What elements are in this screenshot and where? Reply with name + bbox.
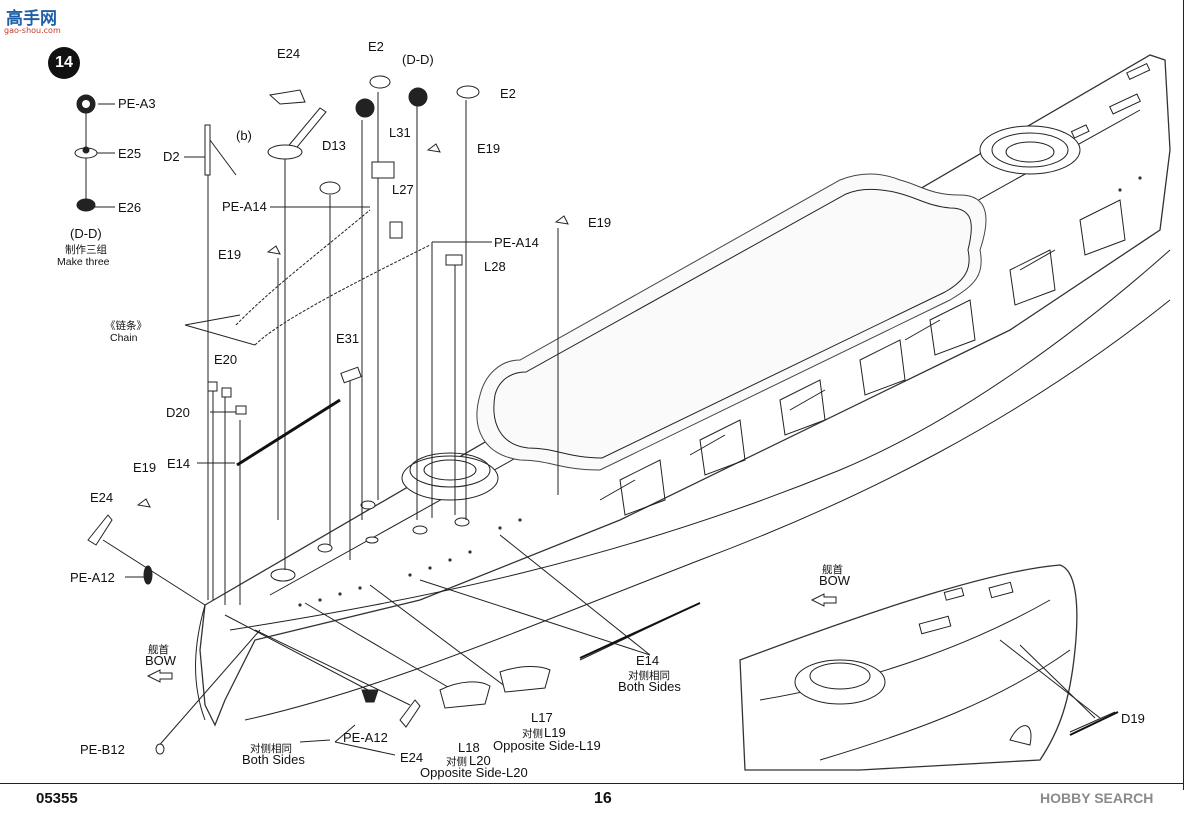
label-l17-opposite: Opposite Side-L19 <box>493 738 601 753</box>
label-pe-a12-left: PE-A12 <box>70 570 115 585</box>
label-l17-sub-cn: 对侧 <box>522 727 543 740</box>
label-e20: E20 <box>214 352 237 367</box>
label-both-sides-bottom: Both Sides <box>242 752 305 767</box>
label-bow-cn-left: 舰首 <box>148 643 169 656</box>
label-e19-right: E19 <box>588 215 611 230</box>
label-pe-b12: PE-B12 <box>80 742 125 757</box>
label-pe-a14-right: PE-A14 <box>494 235 539 250</box>
label-e26: E26 <box>118 200 141 215</box>
product-code: 05355 <box>36 790 78 807</box>
label-bow-right: BOW <box>819 573 851 588</box>
label-e14-both: Both Sides <box>618 679 681 694</box>
label-l18-sub-cn: 对侧 <box>446 755 467 768</box>
site-logo: 高手网 <box>6 9 57 29</box>
label-l28: L28 <box>484 259 506 274</box>
leader-lines <box>85 92 1116 756</box>
label-e14-right: E14 <box>636 653 659 668</box>
label-d19: D19 <box>1121 711 1145 726</box>
main-hull <box>195 54 1171 727</box>
label-bow-cn-right: 舰首 <box>822 563 843 576</box>
label-e31: E31 <box>336 331 359 346</box>
frame-border-right <box>1183 0 1184 790</box>
label-chain-cn: 《链条》 <box>105 319 147 332</box>
label-pe-a14-left: PE-A14 <box>222 199 267 214</box>
label-pe-a12-bottom: PE-A12 <box>343 730 388 745</box>
part-labels: PE-A3 E25 E26 (D-D) 制作三组 Make three E24 … <box>57 39 1145 780</box>
label-e2-top1: E2 <box>368 39 384 54</box>
page-number: 16 <box>594 790 612 807</box>
label-d2: D2 <box>163 149 180 164</box>
watermark: HOBBY SEARCH <box>1040 790 1154 806</box>
label-b: (b) <box>236 128 252 143</box>
label-chain: Chain <box>110 332 138 344</box>
label-e14-both-cn: 对侧相同 <box>628 669 670 682</box>
label-both-sides-cn-bottom: 对侧相同 <box>250 742 292 755</box>
label-l17-sub: L19 <box>544 725 566 740</box>
label-l17: L17 <box>531 710 553 725</box>
label-dd-sub: (D-D) <box>70 226 102 241</box>
site-url: gao-shou.com <box>4 26 61 35</box>
label-make-three: Make three <box>57 256 110 268</box>
label-l18-opposite: Opposite Side-L20 <box>420 765 528 780</box>
label-e19-left2: E19 <box>133 460 156 475</box>
label-e24-left: E24 <box>90 490 113 505</box>
label-pe-a3: PE-A3 <box>118 96 156 111</box>
step-number-badge: 14 <box>48 47 80 79</box>
loose-parts <box>74 75 1119 755</box>
label-bow-left: BOW <box>145 653 177 668</box>
label-l27: L27 <box>392 182 414 197</box>
label-make-three-cn: 制作三组 <box>65 243 107 256</box>
label-d20: D20 <box>166 405 190 420</box>
label-e14-left: E14 <box>167 456 190 471</box>
inset-bow-view <box>739 564 1078 771</box>
label-e24-bottom: E24 <box>400 750 423 765</box>
label-dd-top: (D-D) <box>402 52 434 67</box>
label-l18-sub: L20 <box>469 753 491 768</box>
label-e19-left1: E19 <box>218 247 241 262</box>
label-e24-top: E24 <box>277 46 300 61</box>
label-l31: L31 <box>389 125 411 140</box>
label-d13: D13 <box>322 138 346 153</box>
label-l18: L18 <box>458 740 480 755</box>
label-e2-top2: E2 <box>500 86 516 101</box>
label-e25: E25 <box>118 146 141 161</box>
frame-border-bottom <box>0 783 1184 784</box>
label-e19-top: E19 <box>477 141 500 156</box>
